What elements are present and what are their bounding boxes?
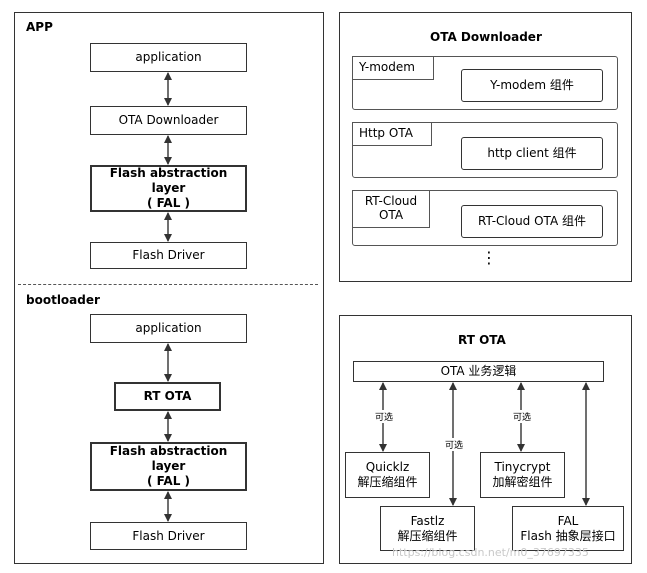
app-flash-driver-label: Flash Driver: [132, 248, 205, 262]
fastlz-line2: 解压缩组件: [397, 528, 458, 543]
app-application-box: application: [90, 43, 247, 72]
optional-label-tinycrypt: 可选: [512, 410, 533, 423]
tinycrypt-line1: Tinycrypt: [494, 460, 551, 474]
ymodem-component-label: Y-modem 组件: [490, 78, 574, 92]
ota-downloader-title: OTA Downloader: [430, 30, 542, 44]
fastlz-line1: Fastlz: [410, 513, 445, 528]
boot-flash-driver-box: Flash Driver: [90, 522, 247, 550]
bootloader-title: bootloader: [26, 293, 100, 307]
app-application-label: application: [135, 50, 202, 64]
app-ota-downloader-label: OTA Downloader: [118, 113, 219, 127]
rt-cloud-tag: RT-Cloud OTA: [352, 190, 430, 228]
boot-rt-ota-box: RT OTA: [114, 382, 221, 411]
rt-ota-title: RT OTA: [458, 333, 506, 347]
fastlz-box: Fastlz 解压缩组件: [380, 506, 475, 551]
app-fal-line1: Flash abstraction layer: [109, 166, 228, 195]
tinycrypt-line2: 加解密组件: [492, 475, 553, 489]
boot-fal-line2: ( FAL ): [146, 474, 191, 488]
quicklz-box: Quicklz 解压缩组件: [345, 452, 430, 498]
app-ota-downloader-box: OTA Downloader: [90, 106, 247, 135]
boot-rt-ota-label: RT OTA: [143, 389, 192, 403]
app-fal-line2: ( FAL ): [146, 196, 191, 210]
boot-fal-line1: Flash abstraction layer: [109, 444, 228, 473]
fal-interface-line1: FAL: [557, 513, 579, 528]
fal-interface-box: FAL Flash 抽象层接口: [512, 506, 624, 551]
watermark-text: https://blog.csdn.net/m0_37697335: [392, 546, 589, 559]
quicklz-line1: Quicklz: [365, 460, 410, 474]
http-client-component-box: http client 组件: [461, 137, 603, 170]
app-title: APP: [26, 20, 53, 34]
rt-cloud-component-box: RT-Cloud OTA 组件: [461, 205, 603, 238]
http-client-component-label: http client 组件: [487, 146, 577, 160]
fal-interface-line2: Flash 抽象层接口: [520, 528, 616, 543]
tinycrypt-box: Tinycrypt 加解密组件: [480, 452, 565, 498]
optional-label-quicklz: 可选: [374, 410, 395, 423]
quicklz-line2: 解压缩组件: [357, 475, 418, 489]
rt-cloud-component-label: RT-Cloud OTA 组件: [478, 214, 586, 228]
app-bootloader-divider: [18, 284, 318, 285]
ota-logic-box: OTA 业务逻辑: [353, 361, 604, 382]
ymodem-tag: Y-modem: [352, 56, 434, 80]
optional-label-fastlz: 可选: [444, 438, 465, 451]
ymodem-component-box: Y-modem 组件: [461, 69, 603, 102]
ota-logic-label: OTA 业务逻辑: [440, 364, 517, 378]
boot-fal-box: Flash abstraction layer ( FAL ): [90, 442, 247, 491]
boot-application-label: application: [135, 321, 202, 335]
app-fal-box: Flash abstraction layer ( FAL ): [90, 165, 247, 212]
rt-cloud-tag-line1: RT-Cloud: [364, 194, 418, 208]
boot-flash-driver-label: Flash Driver: [132, 528, 205, 543]
http-ota-tag: Http OTA: [352, 122, 432, 146]
boot-application-box: application: [90, 314, 247, 343]
app-flash-driver-box: Flash Driver: [90, 242, 247, 269]
rt-cloud-tag-line2: OTA: [378, 208, 404, 222]
